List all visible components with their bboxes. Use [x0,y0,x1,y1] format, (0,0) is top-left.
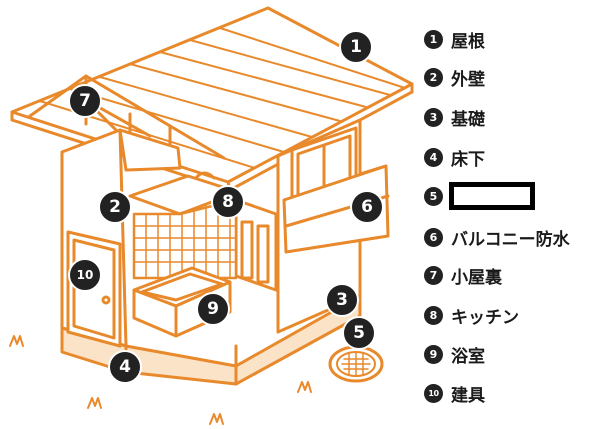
legend-item-foundation: 3 基礎 [424,102,485,132]
legend-item-bathroom: 9 浴室 [424,339,485,369]
legend-number: 6 [424,227,443,247]
callout-balcony: 6 [350,190,384,224]
legend-label: 建具 [451,385,485,406]
legend-number: 10 [424,383,443,403]
callout-attic: 7 [68,84,102,118]
legend-label: 浴室 [451,346,485,367]
legend-number: 3 [424,107,443,127]
legend-label: キッチン [451,307,519,328]
legend-item-kitchen: 8 キッチン [424,300,519,330]
callout-fittings: 10 [68,258,102,292]
grass-illustration [9,335,312,425]
callout-roof: 1 [339,30,373,64]
legend-item-attic: 7 小屋裏 [424,260,502,290]
legend-label: 屋根 [451,31,485,52]
legend-item-balcony: 6 バルコニー防水 [424,222,570,252]
callout-exterior-wall: 2 [98,190,132,224]
legend-number: 9 [424,344,443,364]
legend-number: 4 [424,147,443,167]
legend-item-underfloor: 4 床下 [424,142,485,172]
callout-underfloor: 4 [108,350,142,384]
callout-foundation: 3 [325,283,359,317]
legend-label: 基礎 [451,109,485,130]
kitchen-illustration [128,171,278,292]
legend-number: 7 [424,265,443,285]
callout-bathroom: 9 [196,292,230,326]
legend-label: 小屋裏 [451,267,502,288]
vent-illustration [328,345,384,383]
legend-label: 外壁 [451,69,485,90]
legend-number: 5 [424,186,443,206]
legend-item-5: 5 [424,181,535,211]
callout-kitchen: 8 [211,185,245,219]
tile-wall-illustration [132,198,238,280]
legend-label: バルコニー防水 [451,229,570,250]
legend-number: 2 [424,67,443,87]
callout-5: 5 [342,316,376,350]
legend-item-exterior-wall: 2 外壁 [424,62,485,92]
legend-item-fittings: 10 建具 [424,378,485,408]
redaction-box [449,182,535,210]
legend-number: 8 [424,305,443,325]
legend-number: 1 [424,29,443,49]
legend-item-roof: 1 屋根 [424,24,485,54]
legend-label: 床下 [451,149,485,170]
